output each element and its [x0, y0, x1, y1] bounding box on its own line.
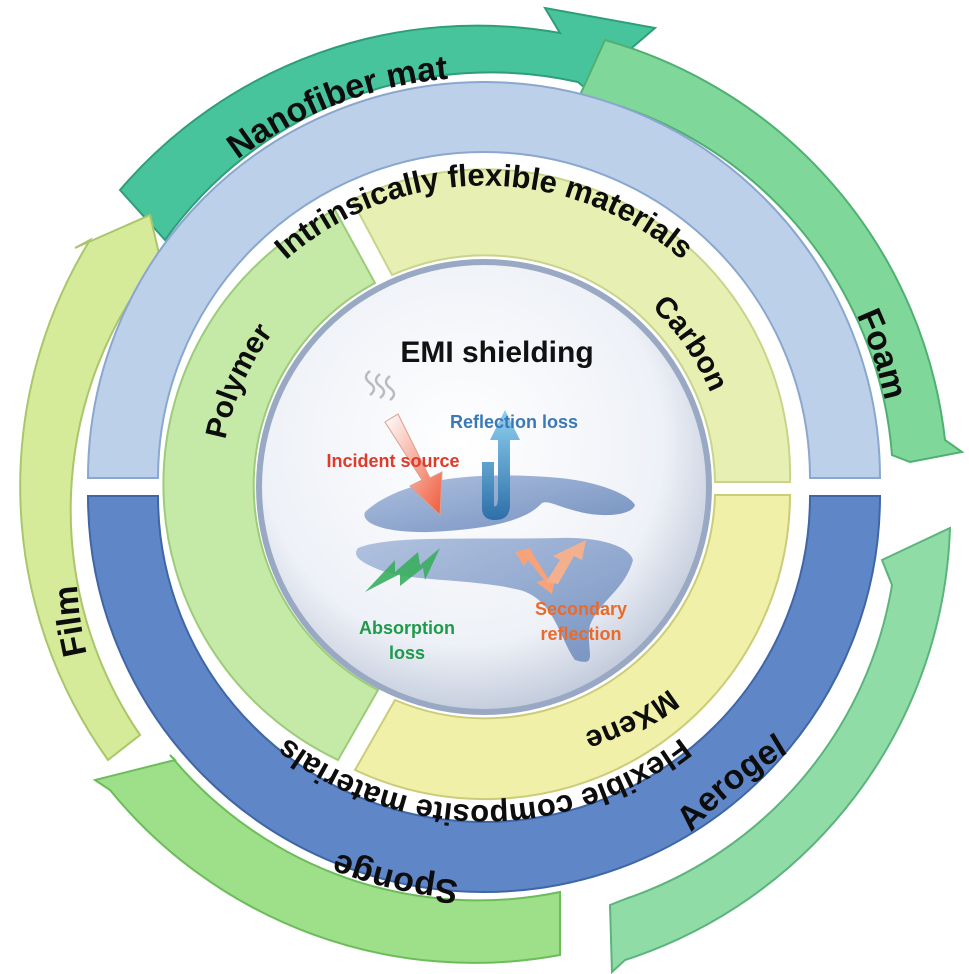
outer-ring — [19, 6, 965, 974]
secondary-reflection-arrows — [515, 540, 586, 594]
absorption-loss-label-line2: loss — [389, 643, 425, 663]
inner-segment-mxene — [353, 494, 792, 801]
middle-ring-top — [86, 81, 882, 479]
inner-segment-polymer — [162, 208, 380, 762]
secondary-reflection-label-line1: Secondary — [535, 599, 627, 619]
arrow-sponge — [92, 754, 561, 964]
arrow-foam — [578, 38, 965, 464]
inner-ring — [162, 168, 792, 801]
reflection-arrow — [482, 410, 520, 520]
center-title: EMI shielding — [400, 336, 593, 369]
arrow-film — [19, 213, 162, 762]
absorption-arrow — [365, 548, 440, 592]
incident-source-label: Incident source — [326, 451, 459, 471]
arrow-aerogel — [608, 526, 952, 974]
incident-arrow — [364, 370, 443, 517]
shielding-illustration — [356, 370, 635, 662]
secondary-reflection-label-line2: reflection — [540, 624, 621, 644]
middle-ring-bottom — [86, 495, 882, 893]
middle-ring — [86, 81, 882, 893]
inner-segment-carbon — [350, 168, 792, 483]
absorption-loss-label-line1: Absorption — [359, 618, 455, 638]
reflection-loss-label: Reflection loss — [450, 412, 578, 432]
